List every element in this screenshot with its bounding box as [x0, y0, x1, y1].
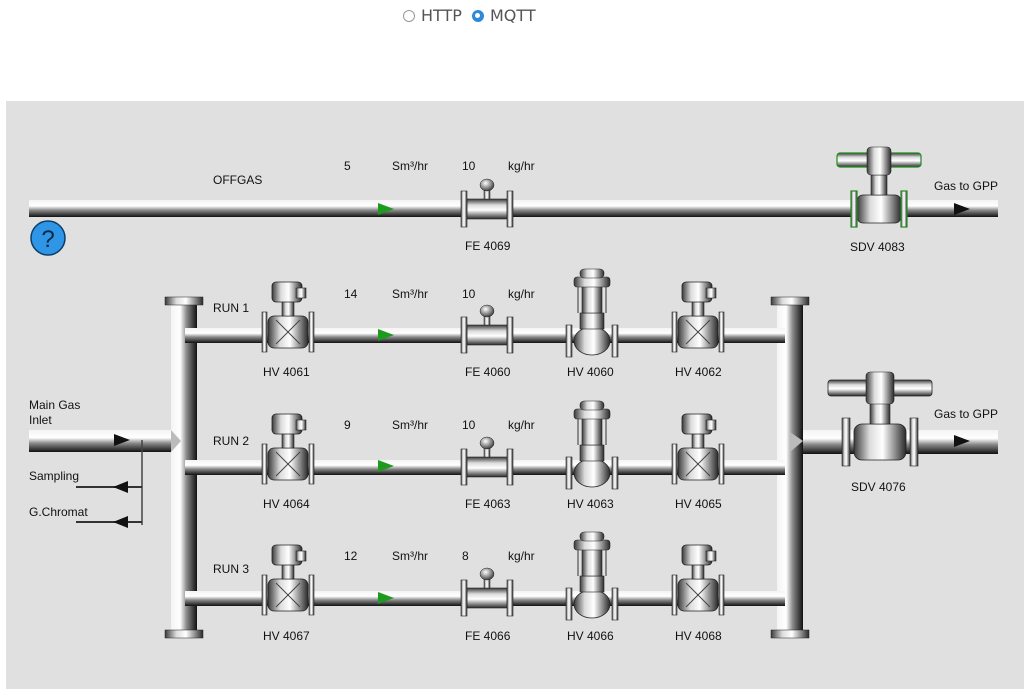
outlet-arrow [954, 435, 970, 447]
fe-4066-tag: FE 4066 [465, 629, 511, 643]
run3-mass-unit: kg/hr [508, 549, 535, 563]
fe-4069-meter[interactable] [460, 178, 514, 228]
hv-4061-valve[interactable] [261, 281, 315, 353]
inlet-header-cap-bottom [164, 629, 204, 639]
offgas-mass-unit: kg/hr [508, 159, 535, 173]
hv-4060-control-valve[interactable] [565, 268, 619, 358]
hv-4067-valve[interactable] [261, 544, 315, 616]
hv-4066-tag: HV 4066 [567, 629, 614, 643]
outlet-header-cap-bottom [770, 629, 810, 639]
run2-flow-unit: Sm³/hr [392, 418, 428, 432]
http-label: HTTP [421, 6, 462, 25]
question-icon[interactable] [30, 220, 66, 256]
hv-4064-tag: HV 4064 [263, 497, 310, 511]
chromat-label: G.Chromat [29, 505, 88, 519]
run3-flow-value: 12 [344, 549, 358, 563]
chromat-arrow [113, 516, 128, 528]
offgas-pipe [29, 200, 998, 217]
hv-4064-valve[interactable] [261, 413, 315, 485]
run1-label: RUN 1 [213, 301, 249, 315]
inlet-header-cap-top [164, 296, 204, 306]
offgas-flow-arrow [378, 203, 394, 215]
offgas-flow-value: 5 [344, 159, 351, 173]
run1-flow-value: 14 [344, 287, 358, 301]
run2-mass-value: 10 [462, 418, 476, 432]
offgas-outlet-label: Gas to GPP [934, 179, 998, 193]
fe-4069-tag: FE 4069 [465, 239, 511, 253]
inlet-reducer [171, 430, 181, 452]
mqtt-label: MQTT [489, 6, 536, 25]
run2-mass-unit: kg/hr [508, 418, 535, 432]
offgas-label: OFFGAS [213, 173, 262, 187]
run3-flow-arrow [378, 592, 394, 604]
svg-text:?: ? [41, 226, 54, 253]
offgas-outlet-arrow [954, 203, 970, 215]
protocol-selector: HTTP MQTT [403, 6, 546, 25]
sdv-4083-tag: SDV 4083 [850, 240, 905, 254]
fe-4060-meter[interactable] [460, 304, 514, 354]
main-inlet-pipe [29, 430, 171, 452]
hv-4063-control-valve[interactable] [565, 400, 619, 490]
run2-label: RUN 2 [213, 434, 249, 448]
hv-4062-tag: HV 4062 [675, 365, 722, 379]
run3-mass-value: 8 [462, 549, 469, 563]
outlet-reducer [790, 432, 803, 452]
http-radio[interactable] [403, 9, 415, 22]
fe-4063-meter[interactable] [460, 436, 514, 486]
sampling-arrow [113, 481, 128, 493]
run3-label: RUN 3 [213, 562, 249, 576]
run3-flow-unit: Sm³/hr [392, 549, 428, 563]
hv-4068-tag: HV 4068 [675, 629, 722, 643]
offgas-flow-unit: Sm³/hr [392, 159, 428, 173]
outlet-label: Gas to GPP [934, 407, 998, 421]
run2-flow-arrow [378, 460, 394, 472]
hv-4068-valve[interactable] [671, 544, 725, 616]
protocol-option-http[interactable]: HTTP [403, 6, 462, 25]
sdv-4076-tag: SDV 4076 [851, 480, 906, 494]
hv-4061-tag: HV 4061 [263, 365, 310, 379]
fe-4066-meter[interactable] [460, 567, 514, 617]
run1-flow-arrow [378, 329, 394, 341]
hv-4067-tag: HV 4067 [263, 629, 310, 643]
run2-flow-value: 9 [344, 418, 351, 432]
help-button[interactable]: ? [30, 220, 66, 256]
mqtt-radio[interactable] [471, 9, 484, 22]
main-gas-inlet-label-line1: Main Gas [29, 398, 80, 412]
fe-4060-tag: FE 4060 [465, 365, 511, 379]
fe-4063-tag: FE 4063 [465, 497, 511, 511]
hv-4066-control-valve[interactable] [565, 531, 619, 621]
main-gas-inlet-label-line2: Inlet [29, 413, 52, 427]
hv-4063-tag: HV 4063 [567, 497, 614, 511]
sdv-4076-valve[interactable] [827, 371, 933, 467]
inlet-arrow [114, 434, 130, 446]
hv-4060-tag: HV 4060 [567, 365, 614, 379]
protocol-option-mqtt[interactable]: MQTT [471, 6, 536, 25]
hv-4065-valve[interactable] [671, 413, 725, 485]
outlet-header-cap-top [770, 296, 810, 306]
hv-4062-valve[interactable] [671, 281, 725, 353]
hv-4065-tag: HV 4065 [675, 497, 722, 511]
sampling-label: Sampling [29, 469, 79, 483]
run1-mass-unit: kg/hr [508, 287, 535, 301]
offgas-mass-value: 10 [462, 159, 476, 173]
run1-mass-value: 10 [462, 287, 476, 301]
run1-flow-unit: Sm³/hr [392, 287, 428, 301]
